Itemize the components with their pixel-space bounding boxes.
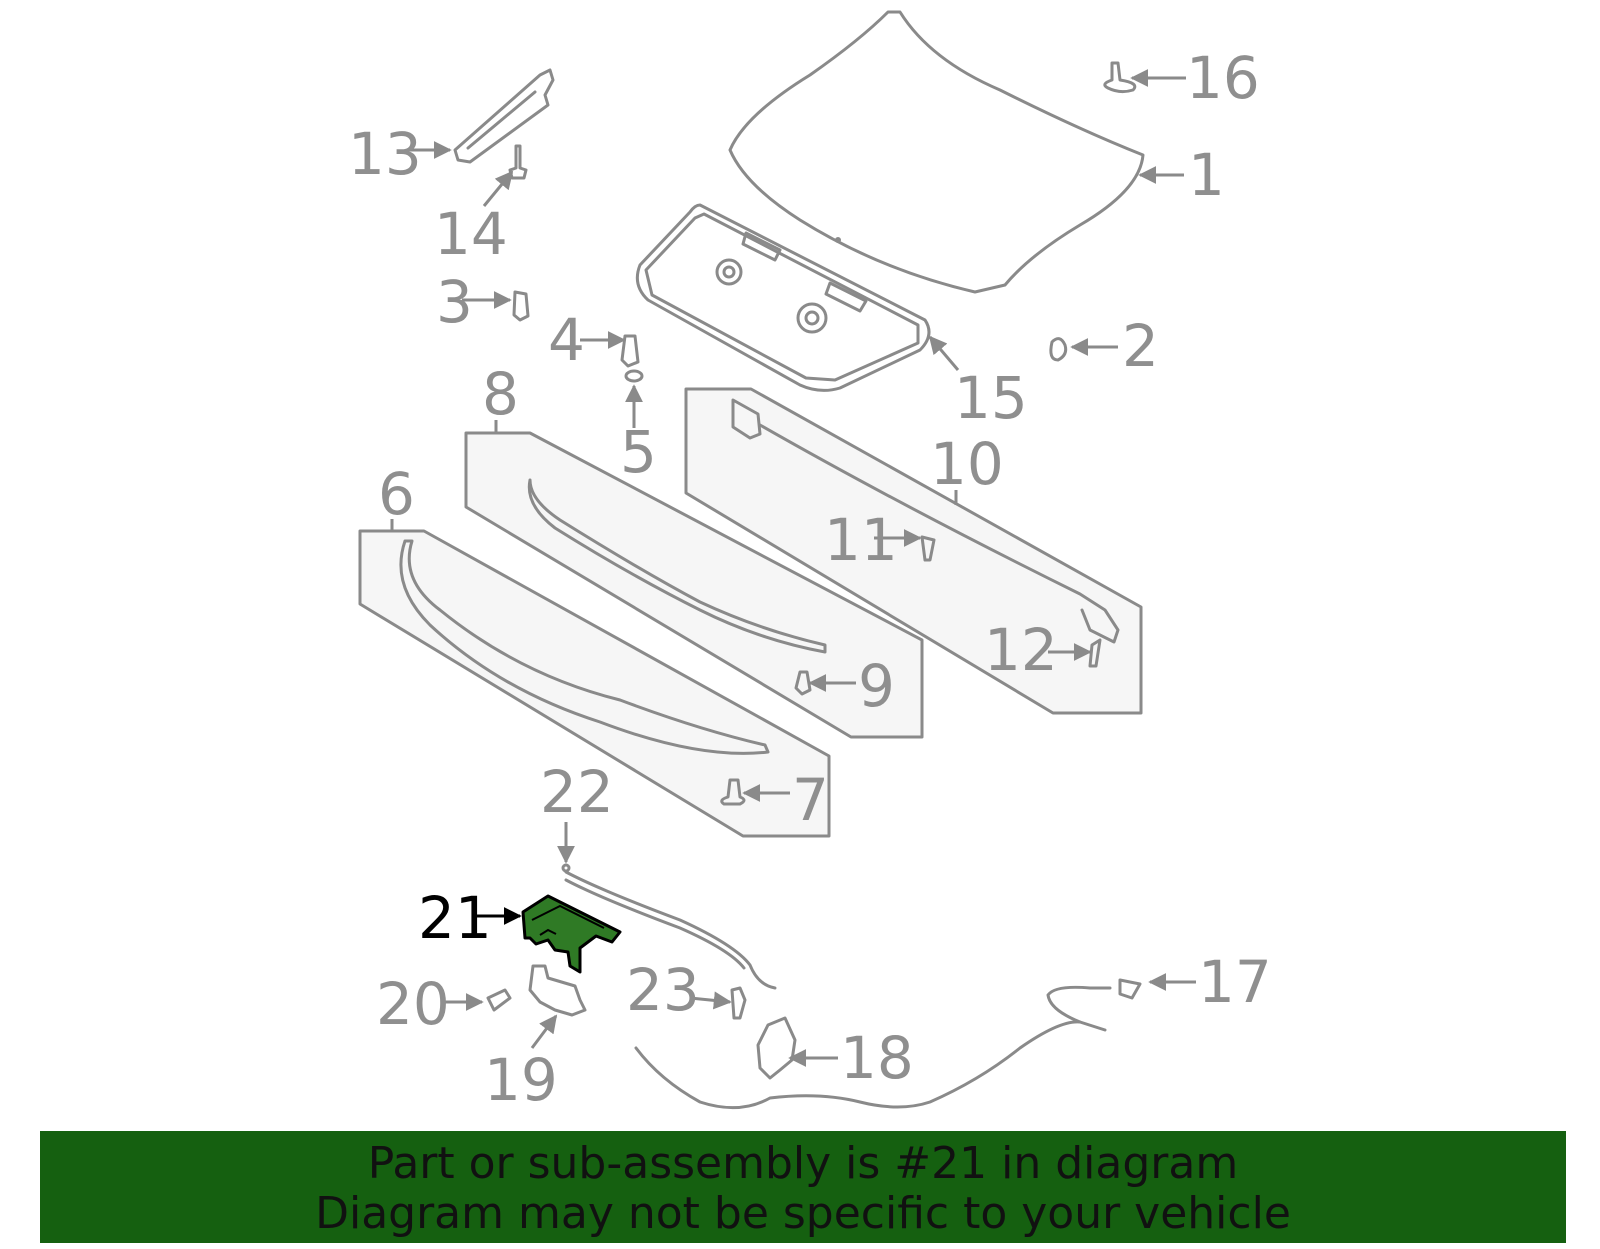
cable-17 — [634, 978, 1142, 1110]
seal-group-8 — [464, 431, 924, 739]
hinge-13 — [453, 68, 555, 164]
callout-16: 16 — [1186, 44, 1260, 112]
callout-8: 8 — [482, 360, 519, 428]
hood-insulator — [635, 203, 931, 392]
lock-19 — [528, 964, 587, 1017]
callout-21: 21 — [418, 884, 492, 952]
callout-17: 17 — [1198, 948, 1272, 1016]
stop-4 — [620, 334, 640, 368]
callout-6: 6 — [378, 460, 415, 528]
latch-bracket-21 — [521, 894, 622, 974]
callout-14: 14 — [434, 200, 508, 268]
callout-5: 5 — [620, 418, 657, 486]
callout-2: 2 — [1122, 312, 1159, 380]
callout-7: 7 — [792, 766, 829, 834]
callout-19: 19 — [484, 1046, 558, 1114]
callout-3: 3 — [436, 268, 473, 336]
callout-10: 10 — [930, 430, 1004, 498]
callout-4: 4 — [548, 306, 585, 374]
callout-18: 18 — [840, 1024, 914, 1092]
bumper-3 — [512, 290, 530, 322]
hood-panel — [728, 10, 1145, 294]
callout-22: 22 — [540, 758, 614, 826]
handle-18 — [756, 1016, 797, 1080]
callout-12: 12 — [984, 616, 1058, 684]
clip-23 — [730, 986, 747, 1020]
info-banner: Part or sub-assembly is #21 in diagram D… — [40, 1131, 1566, 1243]
seal-group-6 — [358, 529, 831, 838]
banner-line-disclaimer: Diagram may not be specific to your vehi… — [315, 1188, 1291, 1239]
clip-16 — [1103, 61, 1137, 94]
bolt-20 — [486, 988, 512, 1012]
cable-22 — [561, 863, 777, 990]
callout-9: 9 — [858, 652, 895, 720]
washer-5 — [624, 369, 644, 383]
callouts: 1 2 3 4 5 6 7 8 9 10 11 12 13 14 15 16 1… — [348, 44, 1272, 1114]
callout-13: 13 — [348, 120, 422, 188]
seal-group-10 — [684, 387, 1143, 715]
leader-lines — [390, 69, 1196, 1067]
bolt-14 — [508, 144, 528, 180]
callout-20: 20 — [376, 970, 450, 1038]
callout-23: 23 — [626, 956, 700, 1024]
grommet-2 — [1049, 337, 1068, 362]
callout-11: 11 — [824, 506, 898, 574]
callout-1: 1 — [1188, 141, 1225, 209]
callout-15: 15 — [954, 364, 1028, 432]
banner-line-part: Part or sub-assembly is #21 in diagram — [367, 1138, 1239, 1189]
